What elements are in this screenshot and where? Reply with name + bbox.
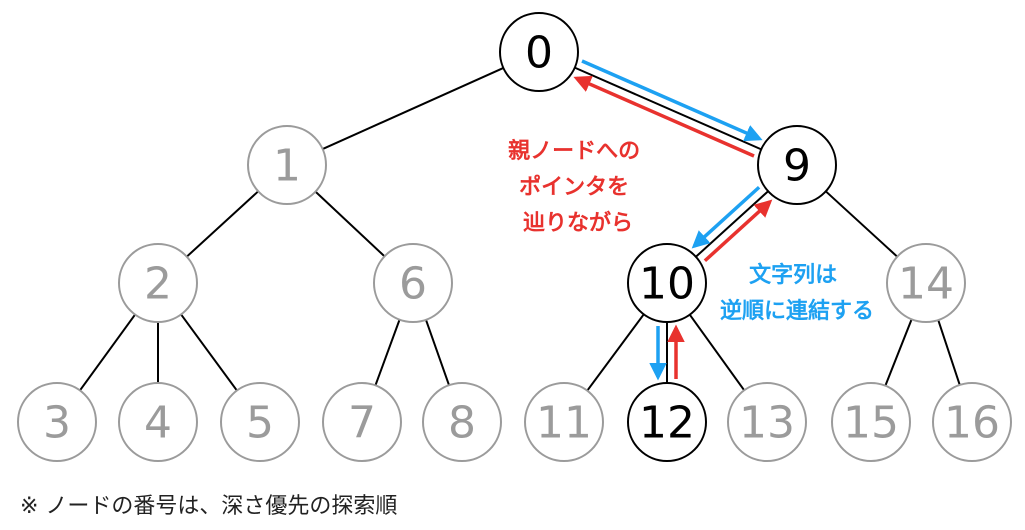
node-10-label: 10 [639,259,695,310]
node-3: 3 [17,382,97,462]
edge-14-16 [937,319,961,386]
node-11: 11 [524,382,604,462]
node-1: 1 [247,125,327,205]
node-0-circle [499,12,579,92]
node-9: 9 [757,125,837,205]
edge-1-6 [314,190,386,258]
node-2-label: 2 [144,259,172,310]
node-16-label: 16 [944,398,1000,449]
concat-arrow-0-to-9 [581,59,763,142]
parent-note-line-2: ポインタを [519,174,629,200]
node-16: 16 [932,382,1012,462]
node-13-circle [727,382,807,462]
node-6-circle [373,243,453,323]
edge-9-10 [695,190,769,258]
node-10-circle [627,243,707,323]
concat-arrow-9-to-10 [691,185,761,249]
node-0-label: 0 [525,28,553,79]
node-15-circle [831,382,911,462]
node-5-label: 5 [246,398,274,449]
parent-pointer-arrow-9-to-0 [573,75,755,158]
node-1-circle [247,125,327,205]
node-9-circle [757,125,837,205]
node-10: 10 [627,243,707,323]
edge-0-9 [574,66,762,151]
node-12: 12 [627,382,707,462]
node-15: 15 [831,382,911,462]
traversal-arrows [573,59,773,381]
node-15-label: 15 [843,398,899,449]
node-8: 8 [422,382,502,462]
node-6: 6 [373,243,453,323]
node-7: 7 [322,382,402,462]
edge-10-13 [688,314,746,391]
footnote: ※ ノードの番号は、深さ優先の探索順 [20,494,398,519]
node-7-circle [322,382,402,462]
edge-2-5 [180,313,238,392]
node-7-label: 7 [348,398,376,449]
edge-9-14 [825,190,898,258]
node-11-circle [524,382,604,462]
node-5-circle [220,382,300,462]
parent-pointer-note: 親ノードへの ポインタを 辿りながら [508,139,648,236]
reverse-concat-note: 文字列は 逆順に連結する [720,262,874,324]
node-3-label: 3 [43,398,71,449]
edge-10-11 [586,313,645,392]
parent-note-line-3: 辿りながら [523,210,633,236]
annotations: 親ノードへの ポインタを 辿りながら 文字列は 逆順に連結する [508,139,874,324]
edge-6-8 [425,319,450,386]
node-12-circle [627,382,707,462]
node-4: 4 [118,382,198,462]
edge-6-7 [374,319,401,386]
edge-1-2 [186,190,259,258]
tree-edges [79,66,961,392]
node-9-label: 9 [783,141,811,192]
node-14: 14 [886,243,966,323]
node-2: 2 [118,243,198,323]
node-8-label: 8 [448,398,476,449]
concat-note-line-2: 逆順に連結する [720,298,874,324]
parent-note-line-1: 親ノードへの [508,139,640,164]
node-16-circle [932,382,1012,462]
node-12-label: 12 [639,398,695,449]
node-3-circle [17,382,97,462]
parent-pointer-arrow-10-to-9 [703,199,773,263]
edge-14-15 [884,318,913,387]
edge-0-1 [322,67,504,150]
node-4-circle [118,382,198,462]
node-13: 13 [727,382,807,462]
node-8-circle [422,382,502,462]
node-5: 5 [220,382,300,462]
node-11-label: 11 [536,398,592,449]
concat-note-line-1: 文字列は [749,262,837,288]
node-6-label: 6 [399,259,427,310]
node-0: 0 [499,12,579,92]
node-4-label: 4 [144,398,172,449]
node-1-label: 1 [273,141,301,192]
node-2-circle [118,243,198,323]
node-14-label: 14 [898,259,954,310]
node-14-circle [886,243,966,323]
edge-2-3 [79,313,136,392]
node-13-label: 13 [739,398,795,449]
